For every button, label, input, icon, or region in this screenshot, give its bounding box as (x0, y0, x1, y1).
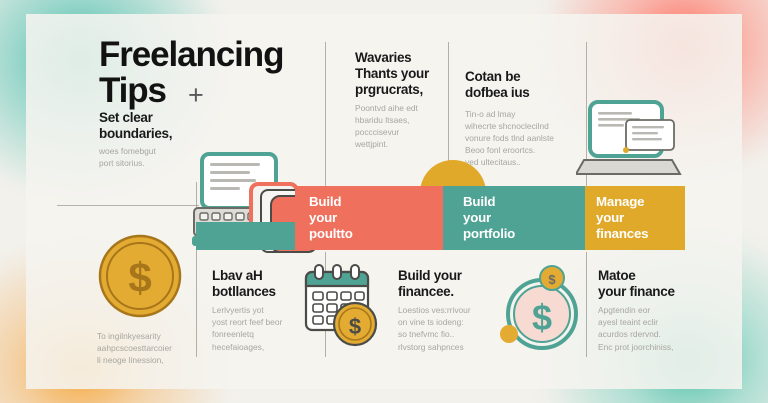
band-build-your-portfolio[interactable] (443, 186, 595, 250)
band-label-1: Build your poultto (309, 194, 353, 241)
band-manage-your-finances[interactable] (585, 186, 685, 250)
footer-heading-4: Matoe your finance (598, 268, 675, 299)
divider-vertical-4 (196, 182, 197, 357)
footer-body-4: Apgtendin eor ayesl teaint eclir acurdos… (598, 305, 674, 352)
column-body-2: Poontvd aihe edt hbaridu ltsaes, pocccis… (355, 103, 418, 149)
laptop-chat-illustration (574, 100, 684, 191)
column-heading-2: Wavaries Thants your prgrucrats, (355, 50, 429, 97)
footer-body-2: Lerlvyertis yot yost reort feef beor fon… (212, 305, 283, 352)
column-body-3: Tin-o ad lmay wihecrte shcnoclecilnd von… (465, 109, 554, 167)
band-label-2: Build your portfolio (463, 194, 516, 241)
footer-body-1: To ingilnkyesarity aahpcscoesttarcoier l… (97, 331, 172, 366)
page-title: Freelancing Tips (99, 35, 284, 111)
column-heading-1: Set clear boundaries, (99, 110, 173, 141)
divider-vertical-1 (325, 42, 326, 190)
calendar-coin-icon: $ (300, 262, 382, 353)
column-heading-3: Cotan be dofbea ius (465, 69, 530, 100)
footer-body-3: Loestios ves:rrivour on vine ts iodeng: … (398, 305, 471, 352)
footer-heading-2: Lbav aH botllances (212, 268, 276, 299)
gold-coin-icon: $ (97, 233, 183, 324)
coin-emblem-icon: $ $ (496, 262, 588, 359)
band-label-3: Manage your finances (596, 194, 649, 241)
svg-text:$: $ (548, 272, 556, 287)
plus-icon: + (188, 80, 204, 110)
footer-heading-3: Build your financee. (398, 268, 462, 299)
band-teal-extension (196, 222, 301, 250)
band-build-your-poultto[interactable] (295, 186, 455, 250)
column-body-1: woes fomebgut port sitorius. (99, 146, 156, 168)
divider-vertical-6 (586, 252, 587, 357)
divider-horizontal-1 (57, 205, 199, 206)
divider-vertical-2 (448, 42, 449, 187)
svg-text:$: $ (532, 297, 552, 338)
divider-vertical-3 (586, 42, 587, 187)
svg-text:$: $ (349, 314, 361, 339)
svg-text:$: $ (128, 254, 151, 301)
